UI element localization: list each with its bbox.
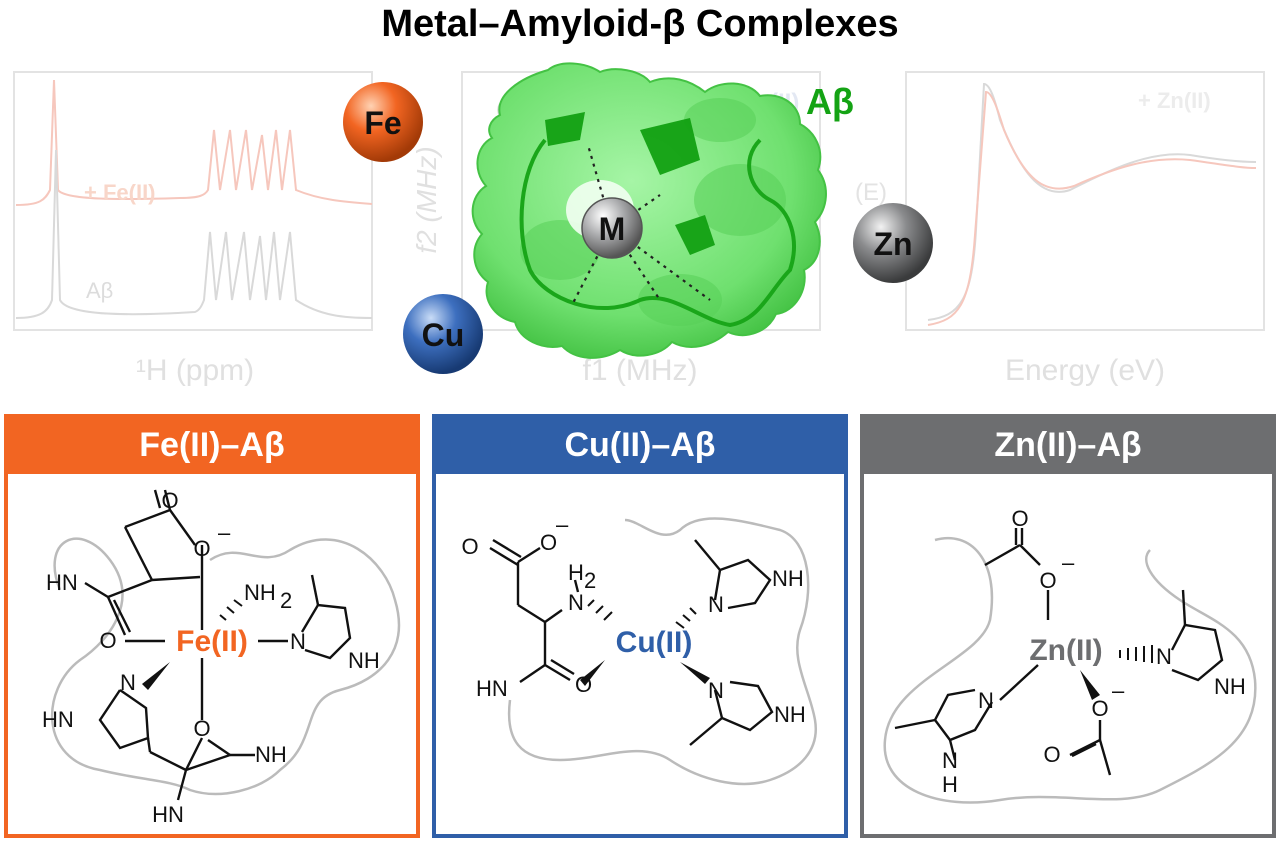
nmr-axis-label: ¹H (ppm)	[136, 354, 254, 387]
svg-text:M: M	[599, 211, 626, 247]
cu-atom: N	[708, 592, 724, 617]
fe-atom: O	[193, 716, 210, 741]
cu-atom: H	[568, 560, 584, 585]
fe-complex-panel: Fe(II)–Aβ	[4, 414, 420, 838]
fe-atom: O	[193, 536, 210, 561]
abeta-protein-structure: Aβ	[471, 62, 854, 359]
cu-panel-title: Cu(II)–Aβ	[564, 426, 715, 464]
xas-spectrum-panel: + Zn(II) Energy (eV)	[905, 71, 1265, 387]
cu-atom: HN	[476, 676, 508, 701]
fe-atom: NH	[348, 648, 380, 673]
svg-text:Cu: Cu	[422, 317, 465, 353]
cu-atom: O	[575, 672, 592, 697]
svg-text:Fe: Fe	[364, 105, 401, 141]
epr-side-label: (E)	[855, 179, 887, 206]
fe-peptide-outline	[50, 537, 401, 796]
xas-axis-label: Energy (eV)	[1005, 354, 1165, 387]
fe-atom: HN	[152, 802, 184, 827]
protein-ribbon	[519, 138, 796, 328]
cu-atom: NH	[774, 702, 806, 727]
zn-peptide-outline	[883, 537, 1257, 804]
zn-atom: O	[1011, 506, 1028, 531]
fe-atom: N	[120, 670, 136, 695]
nmr-spectrum-panel: + Fe(II) Aβ ¹H (ppm)	[13, 71, 373, 387]
cu-atom: O	[461, 534, 478, 559]
fe-metal-label: Fe(II)	[176, 625, 248, 658]
zn-atom: N	[978, 688, 994, 713]
cu-atom: N	[708, 678, 724, 703]
zn-atom: O	[1039, 568, 1056, 593]
zn-atom: N	[942, 748, 958, 773]
cu-complex-panel: Cu(II)–Aβ O O	[432, 414, 848, 838]
cu-atom: NH	[772, 566, 804, 591]
nmr-ab-label: Aβ	[86, 278, 113, 303]
cu-atom: –	[556, 512, 569, 537]
epr-y-axis-label: f2 (MHz)	[411, 146, 442, 253]
nmr-ab-trace	[15, 149, 373, 319]
cu-panel-header	[434, 416, 846, 474]
zn-atom: NH	[1214, 674, 1246, 699]
fe-sphere: Fe	[343, 82, 423, 162]
xas-zn-label: + Zn(II)	[1138, 88, 1211, 113]
xas-trace-pink	[927, 90, 1257, 326]
metal-center-sphere: M	[581, 197, 643, 259]
nmr-fe-label: + Fe(II)	[84, 180, 156, 205]
zn-atom: O	[1043, 742, 1060, 767]
cu-atom: O	[540, 530, 557, 555]
epr-x-axis-label: f1 (MHz)	[583, 354, 698, 387]
fe-atom: NH	[255, 742, 287, 767]
fe-atom: 2	[280, 588, 292, 613]
fe-atom: O	[161, 488, 178, 513]
zn-complex-panel: Zn(II)–Aβ O	[860, 414, 1276, 838]
fe-atom: HN	[42, 707, 74, 732]
fe-atom: N	[290, 629, 306, 654]
svg-text:Zn: Zn	[873, 226, 912, 262]
fe-panel-header	[6, 416, 418, 474]
protein-label: Aβ	[806, 81, 854, 122]
zn-sphere: Zn	[853, 203, 933, 283]
zn-atom: –	[1112, 678, 1125, 703]
fe-atom: O	[99, 628, 116, 653]
fe-atom: –	[218, 520, 231, 545]
zn-metal-label: Zn(II)	[1029, 634, 1102, 667]
fe-atom: HN	[46, 570, 78, 595]
zn-atom: N	[1156, 644, 1172, 669]
zn-panel-header	[862, 416, 1274, 474]
fe-panel-title: Fe(II)–Aβ	[139, 426, 284, 464]
cu-peptide-outline	[507, 517, 818, 786]
zn-atom: H	[942, 772, 958, 797]
zn-panel-title: Zn(II)–Aβ	[994, 426, 1141, 464]
nmr-fe-trace	[15, 79, 373, 206]
cu-atom: 2	[584, 568, 596, 593]
nmr-frame	[13, 71, 373, 331]
zn-atom: –	[1062, 550, 1075, 575]
cu-atom: N	[568, 590, 584, 615]
cu-metal-label: Cu(II)	[616, 626, 693, 659]
zn-atom: O	[1091, 696, 1108, 721]
xas-frame	[905, 71, 1265, 331]
fe-atom: NH	[244, 580, 276, 605]
cu-sphere: Cu	[403, 294, 483, 374]
figure-title: Metal–Amyloid-β Complexes	[381, 3, 898, 45]
